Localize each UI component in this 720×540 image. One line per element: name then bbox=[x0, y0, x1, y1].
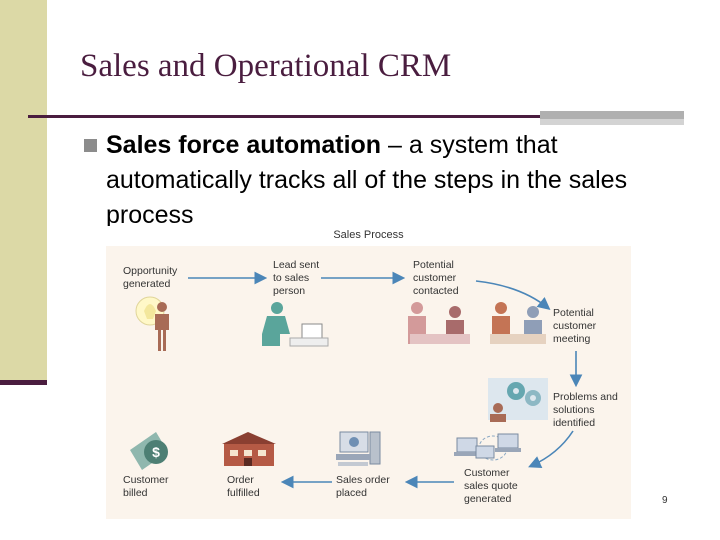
arrow-5 bbox=[528, 430, 574, 468]
left-decor-accent bbox=[0, 380, 47, 385]
step-label-order-placed: Sales order placed bbox=[336, 474, 390, 499]
bullet-square-icon bbox=[84, 139, 97, 152]
step-label-problems-solutions: Problems and solutions identified bbox=[553, 391, 618, 429]
page-number: 9 bbox=[662, 495, 668, 506]
sales-process-figure: Sales Process bbox=[106, 226, 631, 519]
left-decor-panel bbox=[0, 0, 47, 384]
title-rule-bar-shadow bbox=[540, 119, 684, 125]
step-label-customer-contacted: Potential customer contacted bbox=[413, 259, 459, 297]
people-meeting-icon bbox=[408, 302, 546, 344]
step-label-sales-quote: Customer sales quote generated bbox=[464, 467, 518, 505]
figure-title-bar bbox=[106, 226, 631, 246]
arrow-3 bbox=[475, 280, 551, 311]
title-rule bbox=[28, 115, 540, 118]
step-label-opportunity: Opportunity generated bbox=[123, 265, 178, 290]
process-arrows bbox=[188, 271, 583, 489]
slide-title: Sales and Operational CRM bbox=[80, 48, 452, 84]
bullet-text: Sales force automation – a system that a… bbox=[106, 128, 666, 233]
building-icon bbox=[222, 432, 276, 466]
computer-icon bbox=[336, 431, 381, 466]
svg-text:$: $ bbox=[152, 444, 160, 460]
step-label-customer-billed: Customer billed bbox=[123, 474, 169, 499]
title-rule-bar bbox=[540, 111, 684, 119]
lightbulb-person-icon bbox=[135, 296, 169, 351]
bullet-description: – a system that automatically tracks all… bbox=[106, 131, 628, 229]
sales-process-diagram: $ bbox=[130, 271, 583, 489]
money-icon: $ bbox=[130, 432, 168, 470]
figure-title: Sales Process bbox=[333, 229, 404, 241]
computers-network-icon bbox=[454, 433, 521, 461]
step-label-order-fulfilled: Order fulfilled bbox=[227, 474, 260, 499]
gears-icon bbox=[488, 378, 548, 422]
step-label-customer-meeting: Potential customer meeting bbox=[553, 307, 597, 345]
step-label-lead-sent: Lead sent to sales person bbox=[273, 259, 320, 297]
bullet-term: Sales force automation bbox=[106, 131, 382, 159]
person-at-computer-icon bbox=[262, 302, 329, 347]
